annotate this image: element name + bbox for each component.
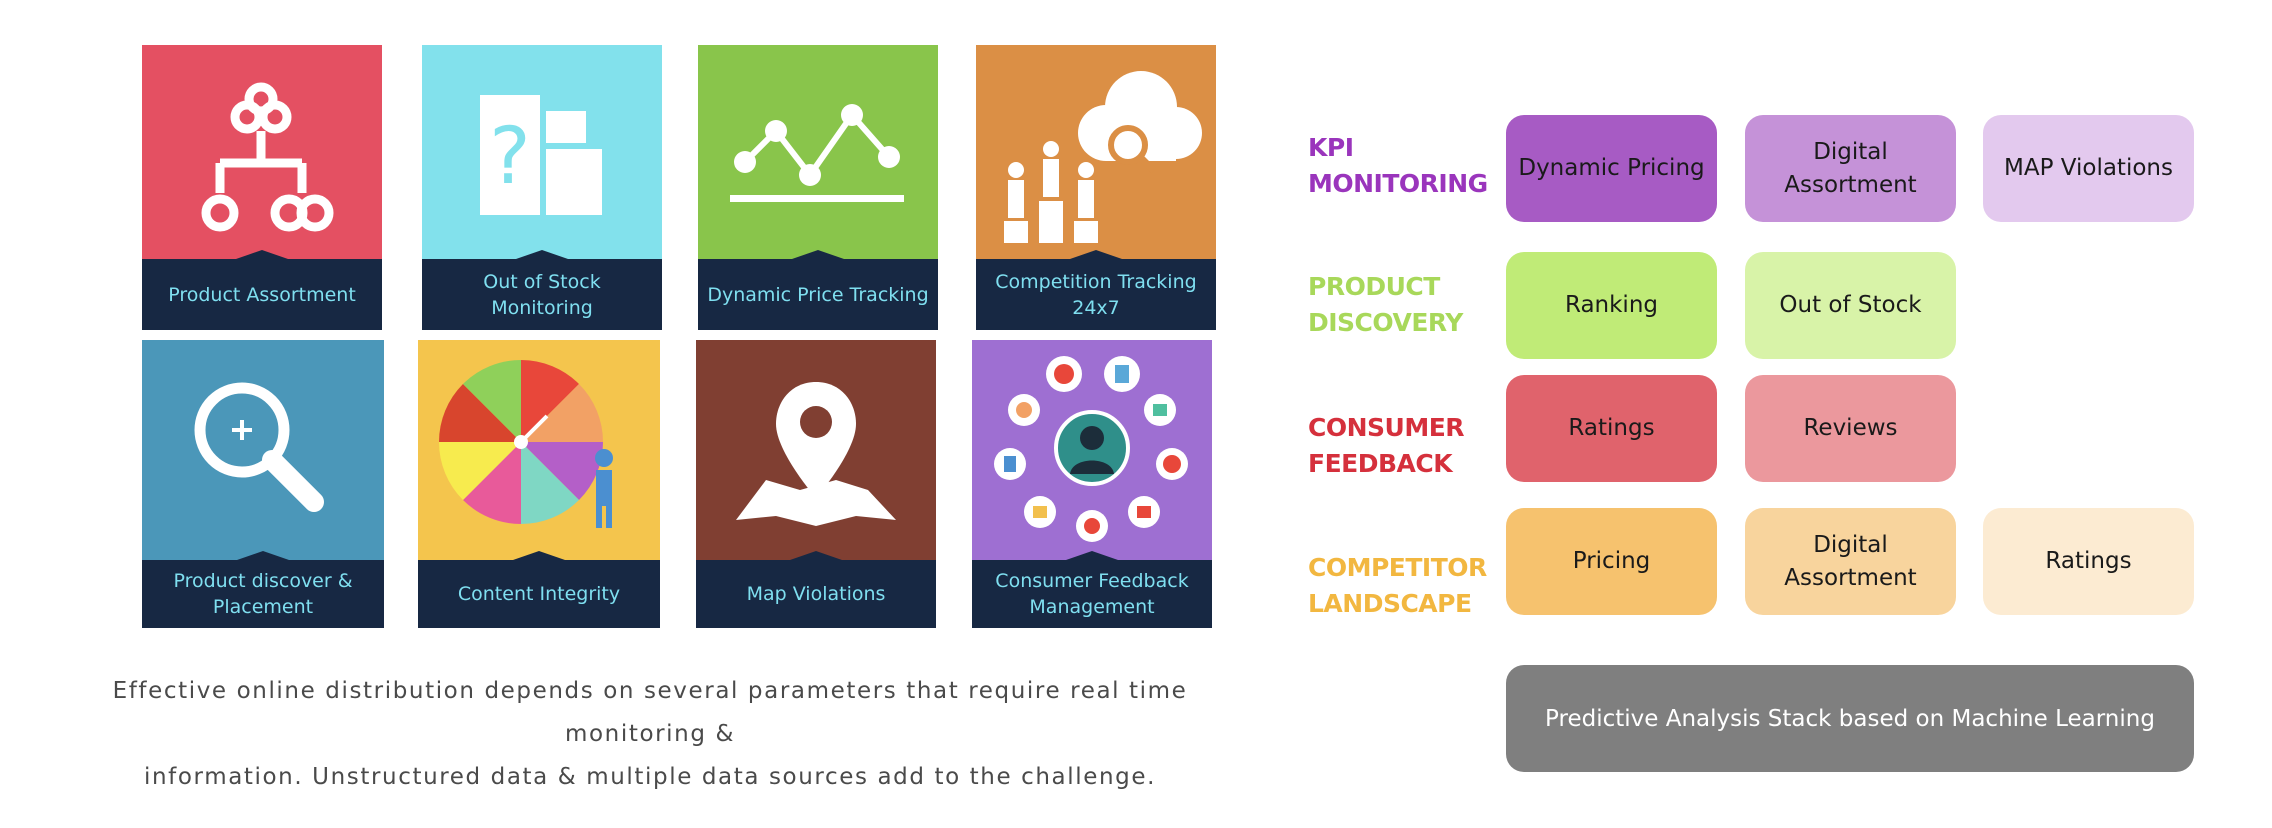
tile-content-integrity: Content Integrity xyxy=(418,340,660,628)
tile-product-assortment: Product Assortment xyxy=(142,45,382,330)
tile-notch xyxy=(237,551,289,560)
color-wheel-icon xyxy=(439,360,613,528)
group-label-competitor-landscape: COMPETITOR LANDSCAPE xyxy=(1308,553,1487,618)
tile-label: Content Integrity xyxy=(418,560,660,628)
box-out-of-stock: Out of Stock xyxy=(1745,252,1956,359)
cloud-podium-icon xyxy=(1004,71,1202,243)
box-competitor-ratings: Ratings xyxy=(1983,508,2194,615)
caption-line-2: information. Unstructured data & multipl… xyxy=(144,764,1156,790)
tile-art xyxy=(696,340,936,560)
map-pin-icon xyxy=(736,382,896,526)
tile-label: Out of Stock Monitoring xyxy=(422,259,662,330)
group-label-product-discovery: PRODUCT DISCOVERY xyxy=(1308,272,1463,337)
tile-art xyxy=(976,45,1216,259)
tile-label: Map Violations xyxy=(696,560,936,628)
box-pricing: Pricing xyxy=(1506,508,1717,615)
tile-notch xyxy=(513,551,565,560)
caption-line-1: Effective online distribution depends on… xyxy=(112,678,1188,747)
tile-art: ? xyxy=(422,45,662,259)
box-reviews: Reviews xyxy=(1745,375,1956,482)
price-line-icon xyxy=(730,104,904,202)
box-competitor-digital-assortment: Digital Assortment xyxy=(1745,508,1956,615)
tile-label: Competition Tracking 24x7 xyxy=(976,259,1216,330)
tile-map-violations: Map Violations xyxy=(696,340,936,628)
tile-out-of-stock: ? Out of Stock Monitoring xyxy=(422,45,662,330)
tile-notch xyxy=(516,250,568,259)
tile-art xyxy=(972,340,1212,560)
svg-text:?: ? xyxy=(489,112,530,202)
tile-label: Product discover & Placement xyxy=(142,560,384,628)
feedback-network-icon xyxy=(994,356,1188,542)
predictive-analysis-stack: Predictive Analysis Stack based on Machi… xyxy=(1506,665,2194,772)
group-label-consumer-feedback: CONSUMER FEEDBACK xyxy=(1308,413,1465,478)
tile-notch xyxy=(792,250,844,259)
tile-notch xyxy=(790,551,842,560)
tile-product-discover: Product discover & Placement xyxy=(142,340,384,628)
tile-art xyxy=(142,340,384,560)
tile-art xyxy=(142,45,382,259)
box-map-violations: MAP Violations xyxy=(1983,115,2194,222)
tile-label: Consumer Feedback Management xyxy=(972,560,1212,628)
tile-notch xyxy=(1070,250,1122,259)
tile-dynamic-price-tracking: Dynamic Price Tracking xyxy=(698,45,938,330)
magnifier-icon xyxy=(194,382,324,512)
caption-text: Effective online distribution depends on… xyxy=(40,670,1260,799)
tile-competition-tracking: Competition Tracking 24x7 xyxy=(976,45,1216,330)
group-label-kpi-monitoring: KPI MONITORING xyxy=(1308,133,1488,198)
tile-notch xyxy=(236,250,288,259)
tile-consumer-feedback: Consumer Feedback Management xyxy=(972,340,1212,628)
question-boxes-icon: ? xyxy=(480,95,602,215)
org-chart-icon xyxy=(201,82,334,232)
tile-label: Dynamic Price Tracking xyxy=(698,259,938,330)
box-digital-assortment: Digital Assortment xyxy=(1745,115,1956,222)
tile-art xyxy=(698,45,938,259)
tile-notch xyxy=(1066,551,1118,560)
box-ratings: Ratings xyxy=(1506,375,1717,482)
tile-label: Product Assortment xyxy=(142,259,382,330)
tile-art xyxy=(418,340,660,560)
box-dynamic-pricing: Dynamic Pricing xyxy=(1506,115,1717,222)
box-ranking: Ranking xyxy=(1506,252,1717,359)
